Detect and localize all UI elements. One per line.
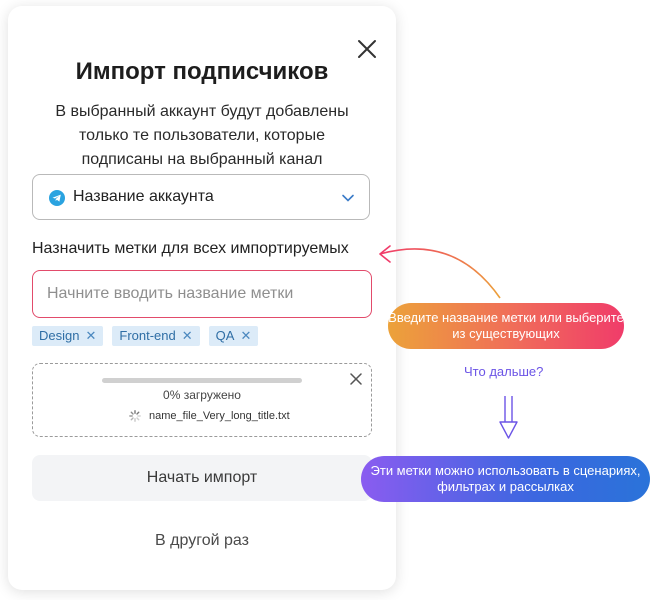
tag-search-input[interactable]: [32, 270, 372, 318]
import-subscribers-modal: Импорт подписчиков В выбранный аккаунт б…: [8, 6, 396, 590]
remove-tag-icon[interactable]: ✕: [85, 328, 97, 343]
hint-bubble-tags: Введите название метки или выберите из с…: [388, 303, 624, 349]
upload-progress-text: 0% загружено: [163, 388, 241, 402]
upload-progress-bar: [102, 378, 302, 383]
tags-label: Назначить метки для всех импортируемых: [32, 240, 349, 257]
account-select[interactable]: Название аккаунта: [32, 174, 370, 220]
tag-chip-qa: QA ✕: [208, 326, 259, 346]
tag-label: Design: [39, 328, 80, 343]
account-select-value: Название аккаунта: [73, 188, 214, 205]
whats-next-label: Что дальше?: [464, 364, 544, 379]
later-link[interactable]: В другой раз: [155, 532, 249, 549]
tag-chip-design: Design ✕: [32, 326, 104, 346]
remove-tag-icon[interactable]: ✕: [181, 328, 193, 343]
cancel-upload-icon[interactable]: [349, 372, 363, 386]
tag-label: Front-end: [119, 328, 176, 343]
curved-arrow: [379, 248, 501, 299]
uploading-file: name_file_Very_long_title.txt: [129, 410, 290, 422]
start-import-button[interactable]: Начать импорт: [32, 455, 372, 501]
spinner-icon: [129, 410, 141, 422]
upload-box: 0% загружено name_file_Very_long_title.t…: [32, 363, 372, 437]
close-icon[interactable]: [356, 38, 378, 60]
file-name: name_file_Very_long_title.txt: [149, 410, 290, 422]
selected-tags: Design ✕ Front-end ✕ QA ✕: [32, 326, 259, 346]
telegram-icon: [49, 190, 65, 206]
remove-tag-icon[interactable]: ✕: [240, 328, 252, 343]
tag-label: QA: [215, 328, 235, 343]
tag-chip-front-end: Front-end ✕: [112, 326, 200, 346]
hint-bubble-usage: Эти метки можно использовать в сценариях…: [361, 456, 650, 502]
chevron-down-icon: [342, 194, 354, 202]
down-arrow: [499, 396, 518, 439]
modal-description: В выбранный аккаунт будут добавлены толь…: [55, 103, 349, 168]
modal-title: Импорт подписчиков: [75, 58, 329, 85]
